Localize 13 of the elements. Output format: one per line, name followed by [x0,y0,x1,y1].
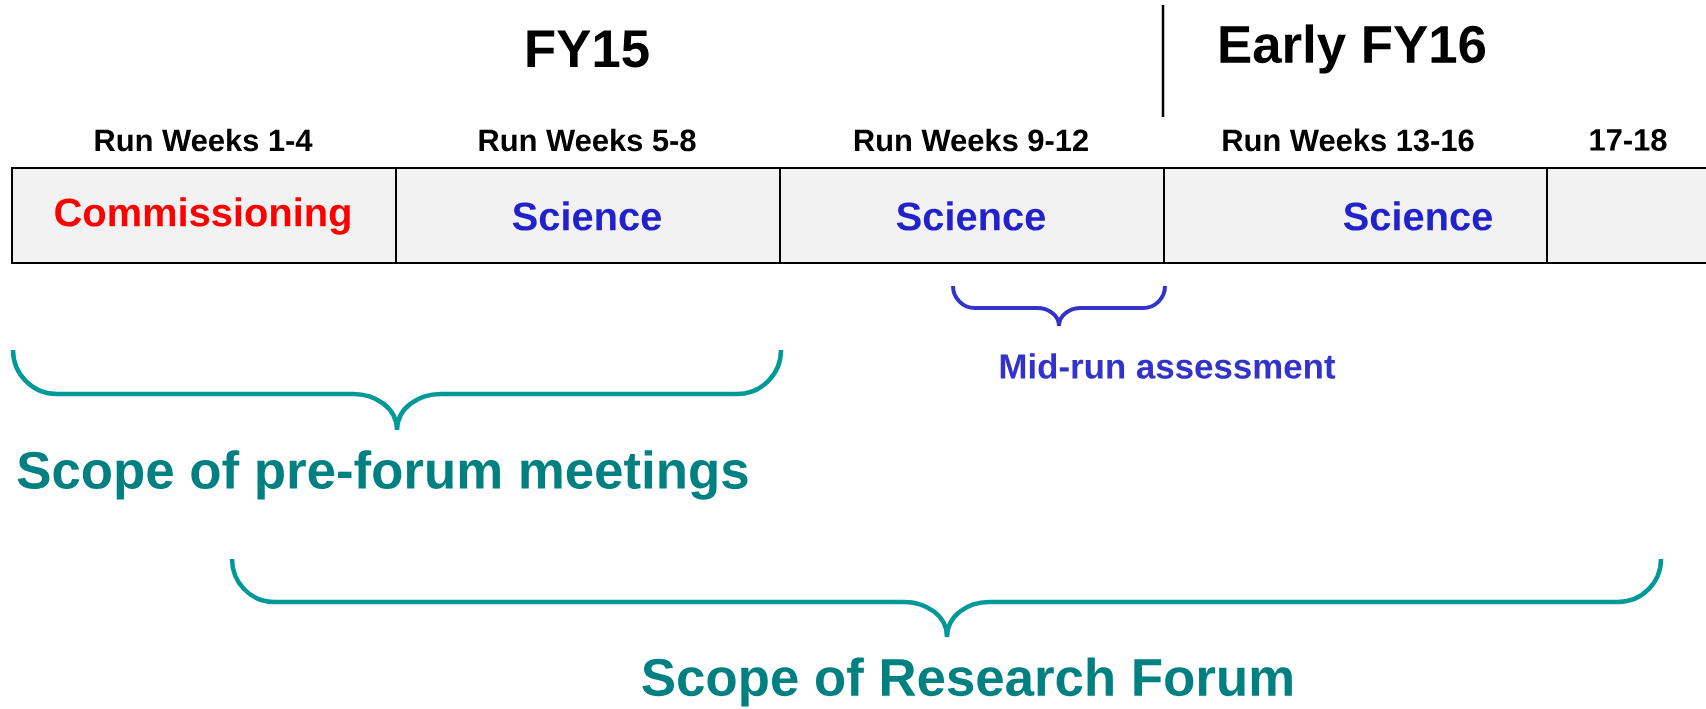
brace-label: Mid-run assessment [1000,353,1336,379]
brace-label: Scope of Research Forum [642,657,1292,707]
column-heading: Run Weeks 5-8 [479,128,696,152]
column-heading: Run Weeks 13-16 [1223,128,1474,152]
column-heading: 17-18 [1590,129,1667,151]
timeline-box: Commissioning [11,167,397,264]
column-heading: Run Weeks 9-12 [854,128,1088,152]
column-heading: Run Weeks 1-4 [95,128,313,152]
timeline-box: Science [779,167,1165,264]
timeline-box: Science [395,167,781,264]
period-label: Early FY16 [1220,24,1486,74]
period-label: FY15 [527,30,649,68]
brace-label: Scope of pre-forum meetings [17,450,748,500]
